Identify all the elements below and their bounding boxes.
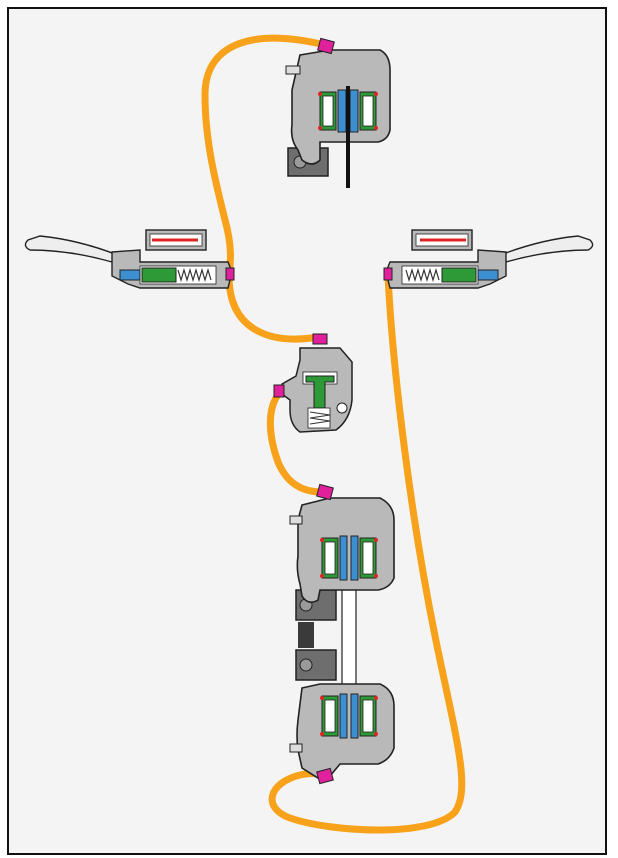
master-piston (441, 267, 477, 283)
hose-fitting (383, 267, 393, 281)
brake-pad-right (349, 89, 359, 133)
hose-fitting (316, 767, 334, 785)
proportioning-valve (273, 333, 353, 433)
right-brake-lever (383, 229, 594, 289)
brake-pad-left (339, 693, 348, 739)
hoses-group (201, 34, 466, 834)
hose-valve-to-upper-caliper (266, 388, 326, 496)
hose-fitting (317, 37, 335, 55)
hose-fitting (316, 483, 334, 501)
lever-blade (496, 235, 594, 263)
brake-pad-right (350, 693, 359, 739)
double-caliper-lower (289, 683, 395, 785)
lever-blade (24, 235, 122, 263)
double-caliper-upper (289, 483, 395, 604)
brake-pad-right (350, 535, 359, 581)
mount-hole (336, 402, 348, 414)
bleeder-screw (289, 515, 303, 525)
hose-left-lever-to-top-caliper (201, 34, 325, 279)
hose-fitting (273, 384, 285, 398)
left-brake-lever (24, 229, 235, 289)
hose-fitting (312, 333, 328, 345)
bleeder-screw (285, 65, 301, 75)
master-piston (141, 267, 177, 283)
hose-right-lever-to-lower-caliper (268, 271, 466, 834)
brake-disc (346, 86, 350, 188)
bleeder-screw (289, 743, 303, 753)
front-caliper-top (285, 37, 391, 188)
mount-bolt (299, 658, 313, 672)
brake-pad-left (337, 89, 347, 133)
brake-pad-left (339, 535, 348, 581)
hose-fitting (225, 267, 235, 281)
hose-left-lever-to-valve (225, 274, 322, 343)
